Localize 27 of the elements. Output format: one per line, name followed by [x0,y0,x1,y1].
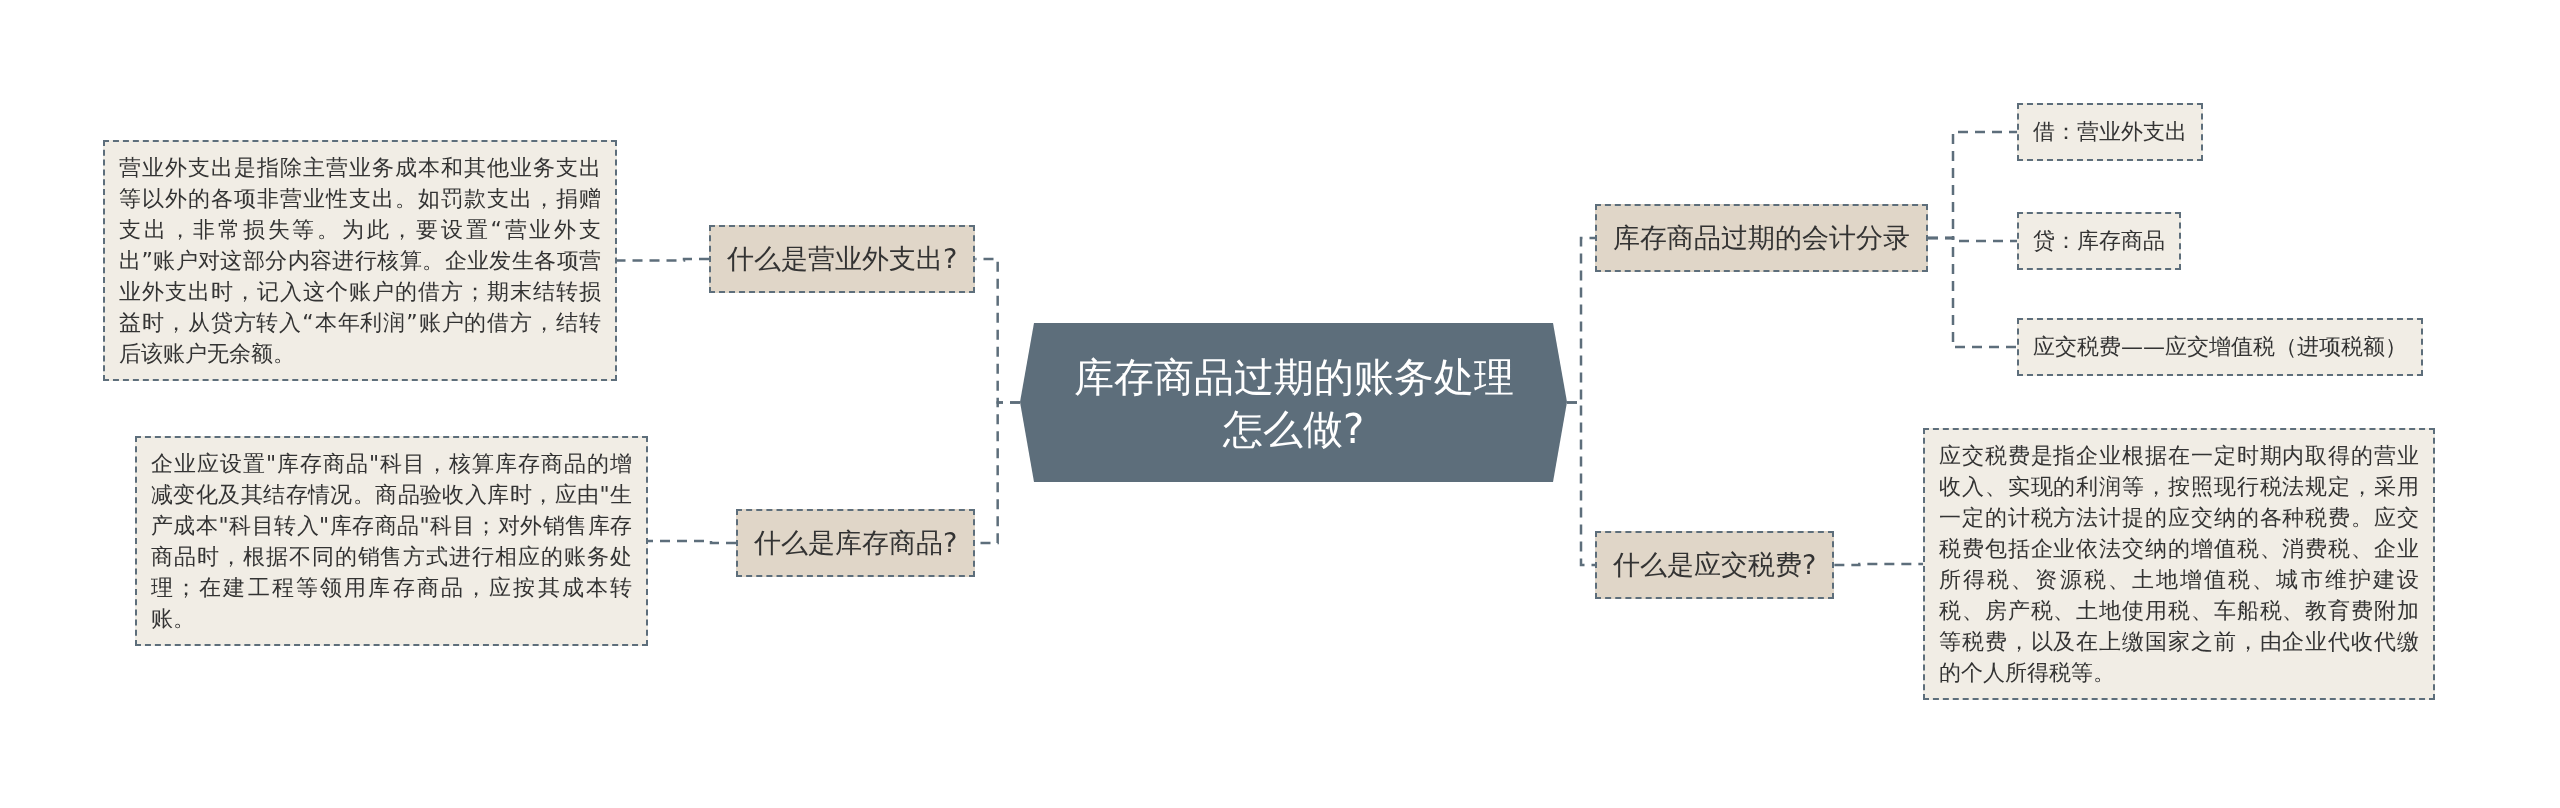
topic-box [1595,204,1928,272]
note-box [103,140,617,381]
leaf-box [2017,318,2423,376]
topic-box [709,225,976,293]
leaf-box [2017,212,2181,270]
topic-box [736,509,976,577]
connector-line [648,539,736,545]
note-text: 企业应设置"库存商品"科目，核算库存商品的增减变化及其结存情况。商品验收入库时，应由"生产成本"科目转入"库存商品"科目；对外销售库存商品时，根据不同的销售方式进行相应的账务处理；在建工程等领用库存商品，应按其成本转账。 [151,451,632,631]
connector-line [1928,236,2017,349]
topic-text: 应交税费——应交增值税（进项税额） [2033,334,2407,359]
leaf-box [2017,103,2203,161]
connector-line [1834,562,1923,567]
topic-text: 什么是营业外支出? [727,243,958,274]
topic-text: 贷：库存商品 [2033,228,2165,253]
note-text: 应交税费是指企业根据在一定时期内取得的营业收入、实现的利润等，按照现行税法规定，采用一定的计税方法计提的应交纳的各种税费。应交税费包括企业依法交纳的增值税、消费税、企业所得税、资源税、土地增值税、城市维护建设税、房产税、土地使用税、车船税、教育费附加等税费，以及在上缴国家之前，由企业代收代缴的个人所得税等。 [1939,443,2419,685]
central-topic [1020,323,1567,482]
topic-text: 库存商品过期的会计分录 [1613,222,1910,253]
connector-line [1567,401,1595,567]
topic-box [1595,531,1835,599]
topic-text: 什么是应交税费? [1613,549,1817,580]
note-box [135,436,648,646]
note-box [1923,428,2435,700]
topic-text: 借：营业外支出 [2033,119,2187,144]
connector-line [617,257,709,262]
topic-text: 什么是库存商品? [754,527,958,558]
note-text: 营业外支出是指除主营业务成本和其他业务支出等以外的各项非营业性支出。如罚款支出，捐赠支出，非常损失等。为此，要设置“营业外支出”账户对这部分内容进行核算。企业发生各项营业外支出时，记入这个账户的借方；期末结转损益时，从贷方转入“本年利润”账户的借方，结转后该账户无余额。 [119,155,601,366]
topic-text: 库存商品过期的账务处理怎么做? [1072,352,1515,454]
